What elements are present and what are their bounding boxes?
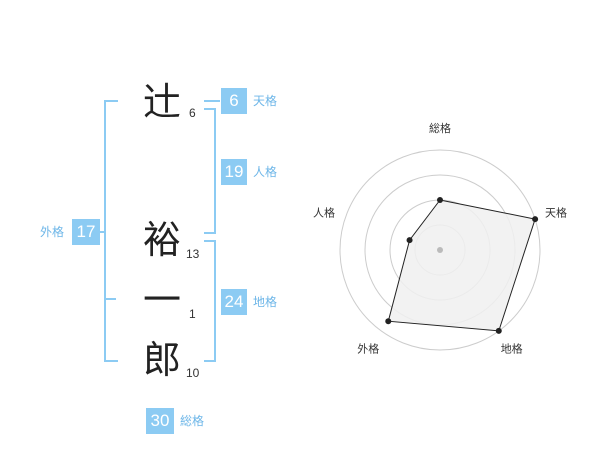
- gaikaku-connector: [100, 231, 106, 233]
- stroke-count-2: 13: [186, 247, 200, 261]
- gaikaku-bracket-divider: [104, 298, 116, 300]
- gaikaku-bracket: [104, 100, 118, 362]
- gaikaku-label: 外格: [40, 225, 65, 239]
- radar-axis-label: 総格: [429, 121, 451, 135]
- radar-axis-label: 地格: [501, 342, 523, 356]
- radar-axis-label: 人格: [313, 205, 335, 219]
- chikaku-bracket: [204, 240, 216, 362]
- name-char-1: 辻: [142, 80, 181, 124]
- radar-axis-label: 天格: [545, 205, 567, 219]
- stroke-count-3: 1: [189, 307, 196, 321]
- radar-axis-label: 外格: [357, 342, 379, 356]
- name-char-4: 郎: [142, 338, 181, 382]
- radar-grid-ring: [339, 149, 541, 351]
- tenkaku-value: 6: [221, 88, 247, 114]
- jinkaku-value: 19: [221, 159, 247, 185]
- soukaku-label: 総格: [180, 414, 205, 428]
- radar-center-dot: [437, 247, 443, 253]
- radar-point: [437, 197, 443, 203]
- jinkaku-bracket: [204, 108, 216, 234]
- gaikaku-value: 17: [72, 219, 100, 245]
- radar-point: [385, 318, 392, 325]
- stroke-count-4: 10: [186, 366, 200, 380]
- chikaku-label: 地格: [253, 295, 278, 309]
- tenkaku-connector: [204, 100, 220, 102]
- jinkaku-label: 人格: [253, 165, 278, 179]
- tenkaku-label: 天格: [253, 94, 278, 108]
- name-char-3: 一: [142, 278, 181, 322]
- name-char-2: 裕: [142, 218, 181, 262]
- radar-point: [406, 237, 413, 244]
- radar-point: [495, 327, 502, 334]
- radar-series-area: [387, 199, 536, 332]
- chikaku-value: 24: [221, 289, 247, 315]
- stroke-count-1: 6: [189, 106, 196, 120]
- radar-point: [532, 216, 539, 223]
- soukaku-value: 30: [146, 408, 174, 434]
